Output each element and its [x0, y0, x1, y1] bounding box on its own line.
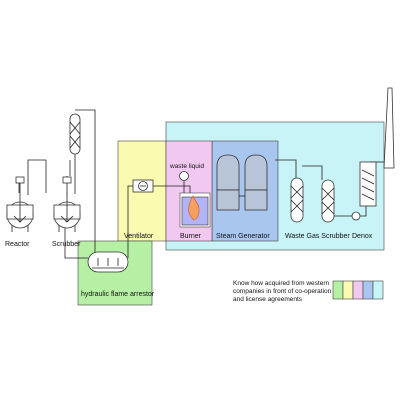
flame-arrestor-label: hydraulic flame arrestor	[81, 291, 155, 298]
legend-swatch-magenta	[352, 280, 364, 300]
waste-liquid-label: waste liquid	[169, 163, 204, 170]
reactor-label: Reactor	[5, 241, 30, 248]
steam-generator-unit	[216, 154, 268, 211]
burner-label: Burner	[180, 233, 202, 240]
waste-gas-scrubber-label: Waste Gas Scrubber	[285, 233, 350, 240]
legend-text-line-1: Know how acquired from western	[233, 280, 329, 287]
legend: Know how acquired from western companies…	[233, 280, 384, 303]
legend-swatch-cyan	[372, 280, 384, 300]
ventilator-label: Ventilator	[124, 233, 154, 240]
legend-swatch-blue	[362, 280, 374, 300]
waste-gas-scrubber-columns	[290, 177, 335, 223]
denox-reactor	[359, 161, 377, 207]
legend-swatch-yellow	[342, 280, 354, 300]
burner-flame	[188, 195, 200, 221]
scrubber-label: Scrubber	[52, 241, 81, 248]
flame-arrestor-vessel	[87, 251, 129, 273]
ventilator-fan	[132, 179, 154, 193]
legend-text-line-2: companies in front of co-operation	[233, 288, 332, 295]
denox-label: Denox	[352, 233, 373, 240]
legend-swatch-green	[332, 280, 344, 300]
stack-chimney	[383, 87, 395, 169]
pump-icon	[351, 211, 361, 221]
scrubber-column	[69, 113, 81, 155]
scrubber-vessel	[53, 176, 81, 232]
steam-generator-label: Steam Generator	[216, 233, 270, 240]
reactor-vessel	[6, 176, 34, 232]
burner-unit	[179, 171, 211, 228]
legend-text-line-3: and license agreements	[233, 296, 303, 303]
